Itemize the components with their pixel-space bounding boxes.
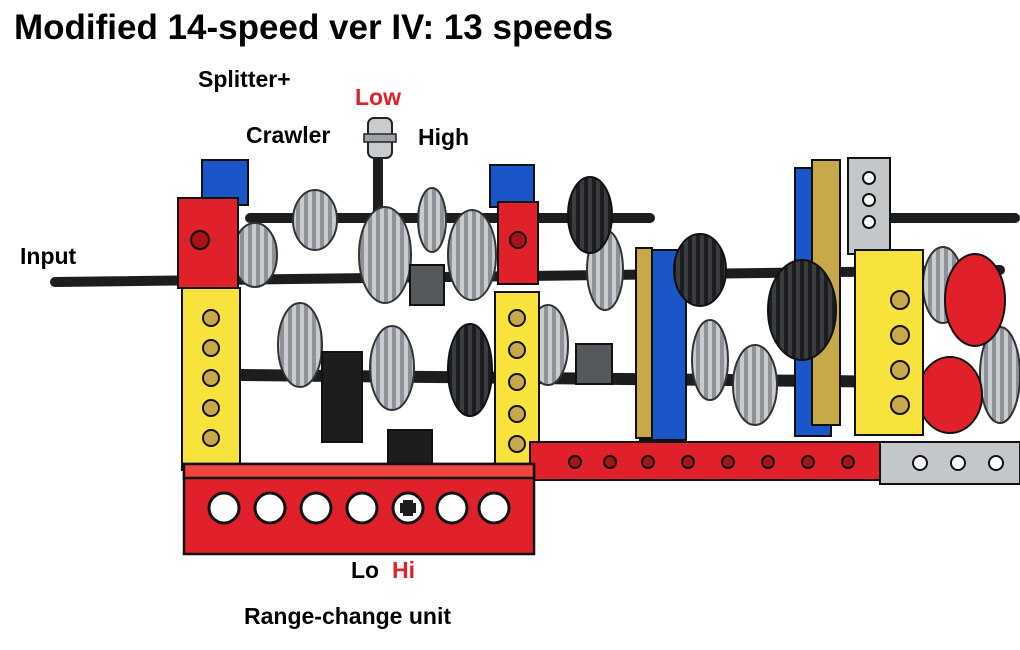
label-range-change-unit: Range-change unit	[244, 603, 452, 629]
label-low: Low	[355, 84, 401, 110]
label-hi: Hi	[392, 557, 415, 583]
page-title: Modified 14-speed ver IV: 13 speeds	[14, 8, 614, 47]
black-block	[321, 264, 613, 467]
light-gears	[232, 187, 1020, 426]
label-lo: Lo	[351, 557, 380, 583]
shift-rod-cap	[363, 117, 397, 159]
dark-gears	[447, 176, 837, 417]
label-high: High	[418, 124, 470, 150]
gray-beam-right	[847, 157, 891, 255]
label-splitter: Splitter+	[198, 66, 291, 92]
red-clutch-parts	[917, 253, 1006, 434]
range-change-beam	[182, 462, 536, 556]
red-top-beams	[177, 197, 539, 289]
label-crawler: Crawler	[246, 122, 331, 148]
label-input: Input	[20, 243, 77, 269]
gray-beam-bottom	[879, 441, 1020, 485]
long-red-beam	[529, 441, 891, 481]
